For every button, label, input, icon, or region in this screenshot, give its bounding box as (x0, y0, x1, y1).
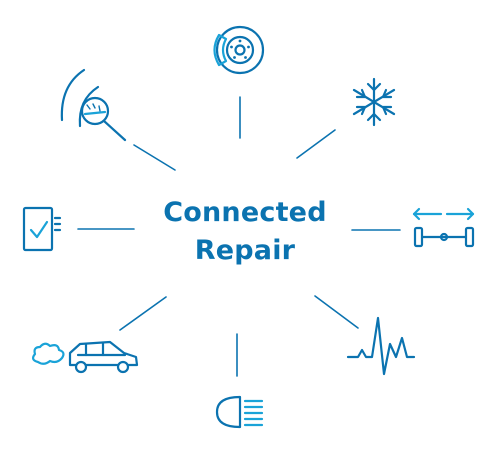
headlight-icon (215, 395, 264, 429)
brake-disc-icon (213, 25, 265, 75)
connector-lines (77, 96, 401, 377)
heartbeat-waveform-icon (346, 316, 416, 376)
title-line-2: Repair (194, 235, 296, 266)
car-exhaust-icon (31, 340, 139, 374)
connector-top-left (133, 144, 176, 171)
diagram-title: Connected Repair (120, 194, 370, 270)
wheel-alignment-icon (412, 207, 475, 248)
connector-top-right (296, 129, 336, 159)
title-line-1: Connected (163, 197, 327, 228)
connector-bottom-right (314, 295, 359, 329)
snowflake-icon (352, 77, 396, 127)
checklist-clipboard-icon (22, 206, 62, 252)
tire-inspection-icon (60, 68, 127, 142)
connector-bottom-left (119, 296, 167, 331)
